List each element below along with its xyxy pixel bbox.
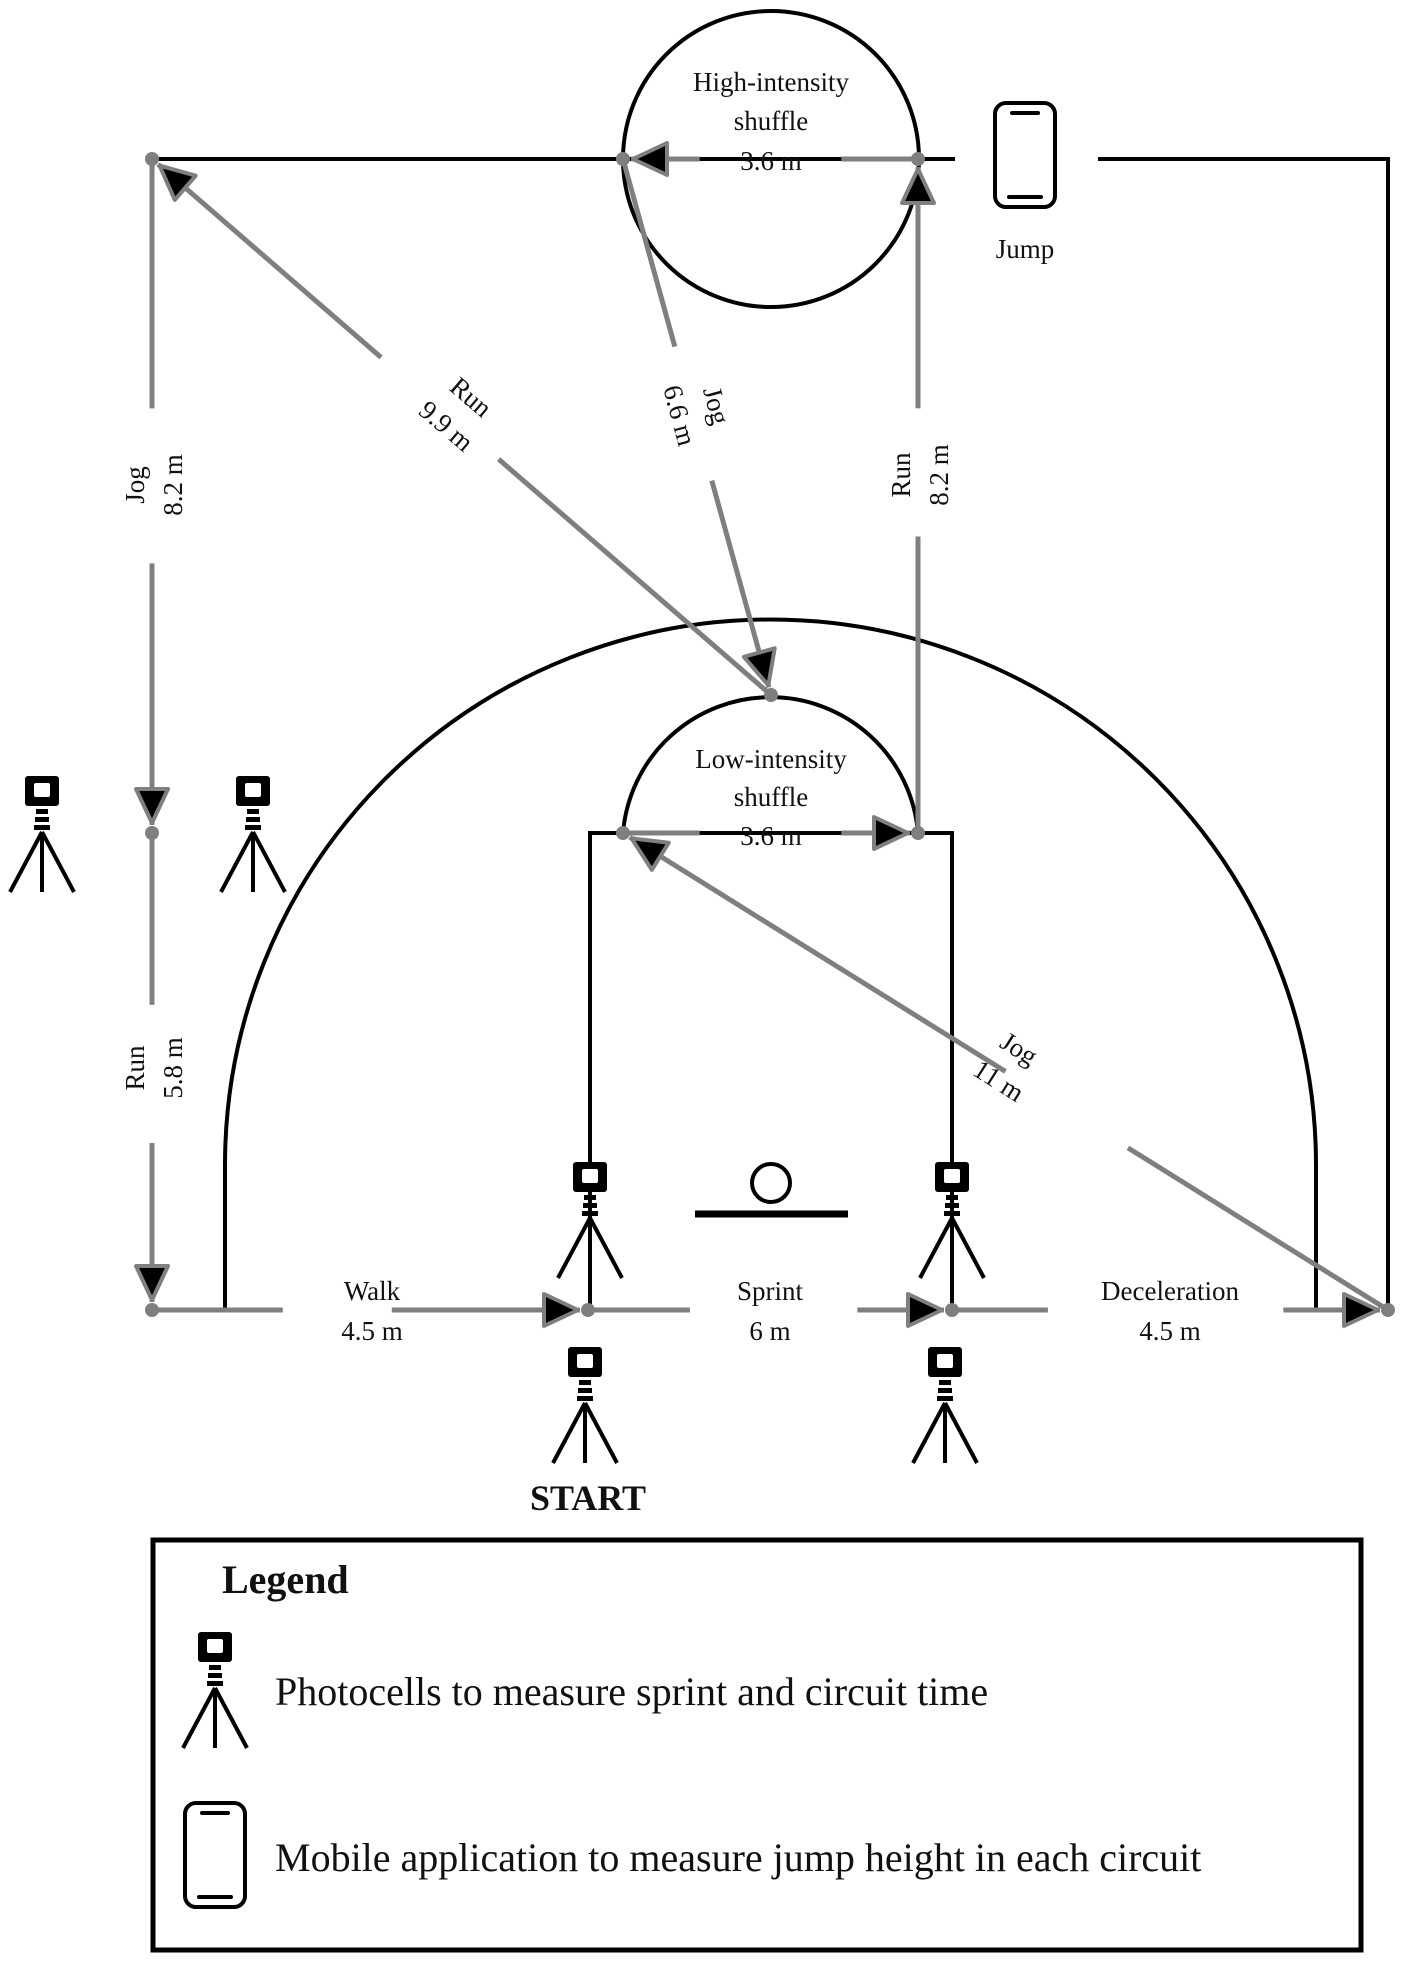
route-node-10 <box>764 688 778 702</box>
photocell-icon-lane-right <box>918 1160 986 1280</box>
legend-photocell-text: Photocells to measure sprint and circuit… <box>275 1669 988 1714</box>
route-node-7 <box>581 1303 595 1317</box>
run-82-route <box>900 167 936 833</box>
deceleration-route-arrowhead <box>1342 1292 1380 1328</box>
jump-label: Jump <box>996 234 1055 264</box>
low-intensity-label-line2: shuffle <box>734 782 809 812</box>
sprint-label: Sprint <box>737 1276 804 1306</box>
run-82-distance-label: 8.2 m <box>924 444 954 506</box>
legend: Legend Photocells to measure sprint and … <box>150 1537 1364 1953</box>
run-99-route-arrowhead <box>157 163 198 202</box>
photocell-icon-left-inner <box>219 774 287 894</box>
run-82-label-group: Run 8.2 m <box>886 444 954 506</box>
sprint-distance-label: 6 m <box>749 1316 790 1346</box>
high-intensity-label-line2: shuffle <box>734 106 809 136</box>
jog-66-distance-label: 6.6 m <box>657 382 702 449</box>
run-58-route <box>134 833 170 1302</box>
walk-label: Walk <box>344 1276 401 1306</box>
three-point-arc <box>223 617 1318 1310</box>
jog-82-distance-label: 8.2 m <box>158 454 188 516</box>
jog-82-route-arrowhead <box>134 787 170 825</box>
run-82-route-arrowhead <box>900 167 936 205</box>
route-node-0 <box>145 152 159 166</box>
walk-distance-label: 4.5 m <box>341 1316 403 1346</box>
start-label: START <box>530 1478 646 1518</box>
jog-66-route-line-0 <box>620 158 678 348</box>
low-shuffle-distance-label: 3.6 m <box>740 821 802 851</box>
run-58-label: Run <box>120 1045 150 1091</box>
equipment: Jump START <box>8 101 1057 1518</box>
run-58-label-group: Run 5.8 m <box>120 1037 188 1099</box>
route-node-6 <box>145 1303 159 1317</box>
sprint-route <box>588 1292 944 1328</box>
legend-phone-text: Mobile application to measure jump heigh… <box>275 1835 1201 1880</box>
run-99-route-line-1 <box>156 162 383 360</box>
baseline-top-right <box>1098 157 1390 1310</box>
high-shuffle-route <box>631 141 918 177</box>
low-intensity-label: Low-intensity <box>695 744 847 774</box>
run-99-label-group: Run 9.9 m <box>413 371 498 457</box>
route-node-9 <box>1381 1303 1395 1317</box>
jog-11-route <box>628 835 1390 1313</box>
legend-smartphone-icon <box>183 1801 247 1909</box>
sprint-route-arrowhead <box>906 1292 944 1328</box>
run-58-route-arrowhead <box>134 1264 170 1302</box>
segment-labels: Walk 4.5 m Sprint 6 m Deceleration 4.5 m… <box>120 146 1239 1346</box>
walk-route <box>152 1292 580 1328</box>
legend-title: Legend <box>222 1557 349 1602</box>
jog-82-label-group: Jog 8.2 m <box>120 454 188 516</box>
smartphone-icon <box>993 101 1057 209</box>
free-throw-lane <box>588 831 954 1310</box>
photocell-icon-sprint-end <box>911 1345 979 1465</box>
route-node-5 <box>911 826 925 840</box>
jog-66-label: Jog <box>697 384 736 428</box>
route-node-8 <box>945 1303 959 1317</box>
basket-ring <box>750 1162 792 1204</box>
photocell-icon-left-outer <box>8 774 76 894</box>
jog-66-route-arrowhead <box>741 646 777 688</box>
route-node-1 <box>616 152 630 166</box>
jog-82-route <box>134 159 170 825</box>
photocell-icon-start <box>551 1345 619 1465</box>
run-58-distance-label: 5.8 m <box>158 1037 188 1099</box>
high-intensity-label: High-intensity <box>693 67 849 97</box>
route-node-2 <box>911 152 925 166</box>
jog-82-label: Jog <box>120 466 150 504</box>
deceleration-route <box>952 1292 1380 1328</box>
circuit-routes <box>134 141 1395 1328</box>
jog-66-label-group: Jog 6.6 m <box>657 382 736 449</box>
route-node-3 <box>145 826 159 840</box>
low-shuffle-route <box>623 815 910 851</box>
run-99-route-line-0 <box>497 457 773 697</box>
walk-route-arrowhead <box>542 1292 580 1328</box>
jog-11-route-line-1 <box>628 835 1007 1074</box>
jog-66-route <box>620 158 777 688</box>
photocell-icon-lane-left <box>556 1160 624 1280</box>
deceleration-distance-label: 4.5 m <box>1139 1316 1201 1346</box>
low-shuffle-route-arrowhead <box>872 815 910 851</box>
jog-11-route-line-0 <box>1126 1145 1390 1313</box>
area-labels: High-intensity shuffle Low-intensity shu… <box>693 67 849 812</box>
run-82-label: Run <box>886 452 916 498</box>
high-shuffle-distance-label: 3.6 m <box>740 146 802 176</box>
jog-11-label-group: Jog 11 m <box>968 1026 1043 1108</box>
run-99-route <box>156 162 773 697</box>
route-node-4 <box>616 826 630 840</box>
legend-box <box>150 1537 1364 1953</box>
deceleration-label: Deceleration <box>1101 1276 1239 1306</box>
high-shuffle-route-arrowhead <box>631 141 669 177</box>
jog-11-route-arrowhead <box>629 836 671 872</box>
